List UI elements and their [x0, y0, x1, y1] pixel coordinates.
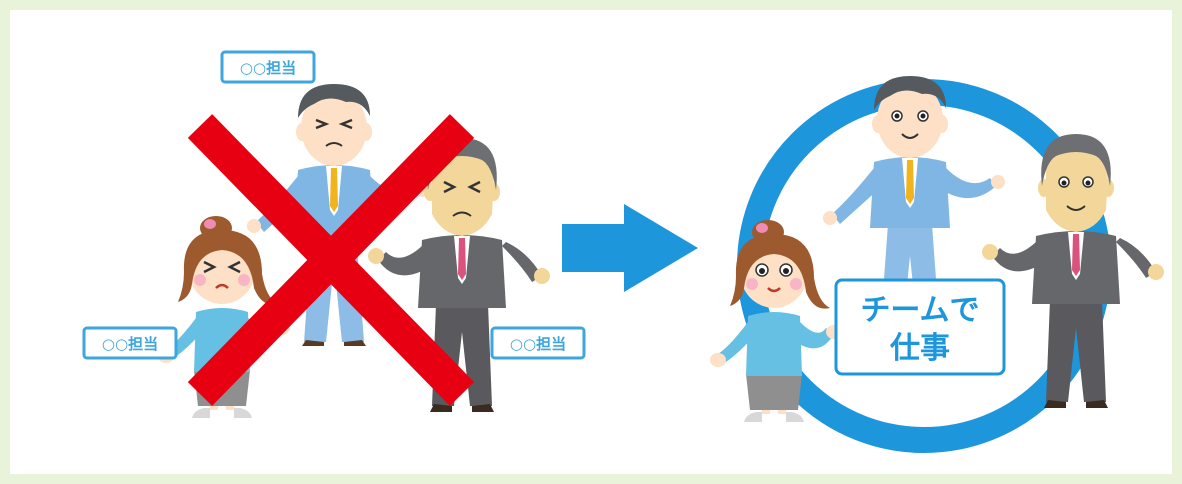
cross-icon [187, 114, 475, 406]
person-icon [158, 216, 290, 418]
diagram-svg: ○○担当 ○○担当 ○○担当 [82, 50, 1164, 453]
person-icon [823, 76, 1005, 338]
role-label: ○○担当 [490, 326, 586, 360]
role-label-text: ○○担当 [510, 335, 566, 353]
team-label-line2: 仕事 [889, 331, 950, 366]
role-label-text: ○○担当 [102, 335, 158, 353]
team-label: チームで 仕事 [834, 278, 1006, 376]
left-panel: ○○担当 ○○担当 ○○担当 [82, 50, 586, 418]
team-label-line1: チームで [860, 293, 979, 328]
person-icon [982, 134, 1164, 408]
arrow-right-icon [562, 204, 698, 292]
role-label-text: ○○担当 [240, 59, 296, 77]
person-icon [710, 220, 842, 422]
person-icon [247, 84, 429, 346]
person-icon [368, 138, 550, 412]
diagram-canvas: ○○担当 ○○担当 ○○担当 [10, 10, 1172, 474]
role-label: ○○担当 [220, 50, 316, 84]
right-panel: チームで 仕事 [710, 76, 1164, 453]
role-label: ○○担当 [82, 326, 178, 360]
